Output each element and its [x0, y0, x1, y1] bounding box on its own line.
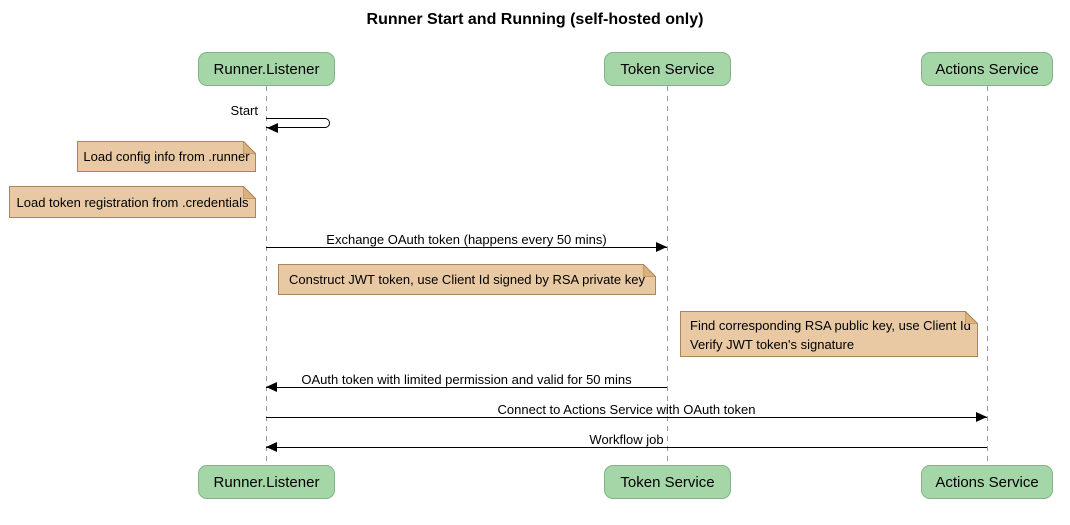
note-fold-corner-icon: [242, 139, 258, 155]
note-text: Load token registration from .credential…: [16, 194, 249, 210]
participant-box-token-service-top: Token Service: [604, 52, 731, 86]
arrowhead-left-icon: [267, 123, 278, 133]
participant-box-runner-listener-top: Runner.Listener: [198, 52, 335, 86]
participant-label: Actions Service: [935, 60, 1039, 78]
note-construct-jwt: Construct JWT token, use Client Id signe…: [278, 262, 658, 295]
participant-label: Actions Service: [935, 473, 1039, 491]
lifeline-token-service: [667, 86, 668, 465]
message-line: [266, 247, 667, 248]
note-fold-corner-icon: [242, 184, 258, 200]
participant-label: Runner.Listener: [213, 60, 320, 78]
note-fold-corner-icon: [964, 309, 980, 325]
arrowhead-right-icon: [656, 242, 667, 252]
message-line: [266, 417, 987, 418]
arrowhead-left-icon: [266, 382, 277, 392]
arrowhead-left-icon: [266, 442, 277, 452]
lifeline-actions-service: [987, 86, 988, 465]
participant-box-actions-service-top: Actions Service: [921, 52, 1053, 86]
message-label-oauth-token: OAuth token with limited permission and …: [301, 372, 632, 387]
self-message-label: Start: [230, 103, 258, 118]
participant-label: Token Service: [620, 60, 715, 78]
arrowhead-right-icon: [976, 412, 987, 422]
participant-label: Token Service: [620, 473, 715, 491]
message-label-workflow-job: Workflow job: [589, 432, 664, 447]
message-label-connect-actions: Connect to Actions Service with OAuth to…: [497, 402, 756, 417]
participant-box-actions-service-bottom: Actions Service: [921, 465, 1053, 499]
note-load-config: Load config info from .runner: [77, 139, 258, 172]
note-text-line2: Verify JWT token's signature: [690, 337, 855, 352]
message-line: [266, 387, 667, 388]
participant-box-runner-listener-bottom: Runner.Listener: [198, 465, 335, 499]
note-text: Construct JWT token, use Client Id signe…: [289, 272, 645, 287]
note-fold-corner-icon: [642, 262, 658, 278]
note-text: Load config info from .runner: [83, 149, 250, 164]
participant-box-token-service-bottom: Token Service: [604, 465, 731, 499]
note-load-token-registration: Load token registration from .credential…: [9, 184, 258, 218]
note-verify-jwt: Find corresponding RSA public key, use C…: [680, 309, 980, 357]
self-message-loop-line: [266, 118, 330, 128]
message-label-exchange-oauth: Exchange OAuth token (happens every 50 m…: [326, 232, 607, 247]
note-text-line1: Find corresponding RSA public key, use C…: [690, 318, 971, 333]
diagram-title: Runner Start and Running (self-hosted on…: [366, 11, 704, 28]
participant-label: Runner.Listener: [213, 473, 320, 491]
lifeline-runner-listener: [266, 86, 267, 465]
message-line: [266, 447, 987, 448]
